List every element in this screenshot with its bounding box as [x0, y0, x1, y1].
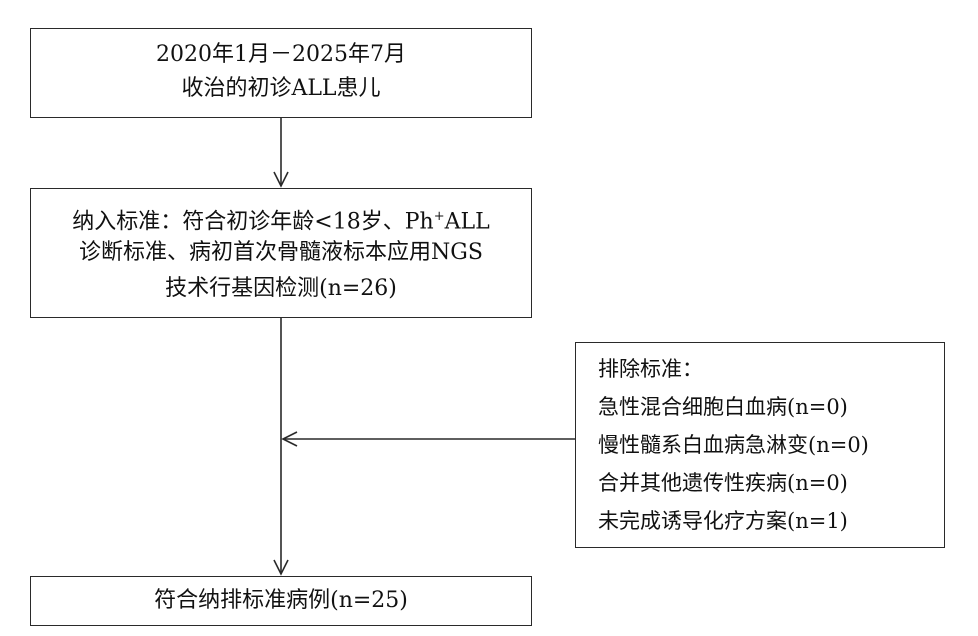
study-period-text: 2020年1月－2025年7月 [156, 42, 406, 67]
inclusion-line-1: 纳入标准：符合初诊年龄<18岁、Ph+ALL [31, 203, 531, 236]
inclusion-line-3: 技术行基因检测(n=26) [165, 276, 397, 301]
exclusion-item: 急性混合细胞白血病(n=0) [598, 395, 848, 419]
inclusion-line-1-prefix: 纳入标准：符合初诊年龄<18岁、Ph [72, 209, 434, 235]
study-period-box: 2020年1月－2025年7月 收治的初诊ALL患儿 [30, 28, 532, 118]
ph-plus-superscript: + [433, 209, 445, 224]
arrow-head-box1-to-box2 [273, 171, 289, 188]
exclusion-item: 合并其他遗传性疾病(n=0) [598, 471, 848, 495]
patient-source-text: 收治的初诊ALL患儿 [181, 76, 381, 101]
inclusion-line-1-suffix: ALL [444, 209, 490, 235]
inclusion-line-2: 诊断标准、病初首次骨髓液标本应用NGS [79, 240, 483, 265]
exclusion-title: 排除标准： [598, 357, 703, 381]
inclusion-criteria-box: 纳入标准：符合初诊年龄<18岁、Ph+ALL 诊断标准、病初首次骨髓液标本应用N… [30, 188, 532, 318]
final-cohort-text: 符合纳排标准病例(n=25) [154, 588, 408, 613]
exclusion-criteria-box: 排除标准： 急性混合细胞白血病(n=0) 慢性髓系白血病急淋变(n=0) 合并其… [575, 342, 945, 548]
final-cohort-box: 符合纳排标准病例(n=25) [30, 576, 532, 626]
arrow-head-box2-to-box4 [273, 559, 289, 576]
exclusion-item: 未完成诱导化疗方案(n=1) [598, 509, 848, 533]
exclusion-item: 慢性髓系白血病急淋变(n=0) [598, 433, 869, 457]
arrow-head-exclusion [281, 431, 298, 447]
